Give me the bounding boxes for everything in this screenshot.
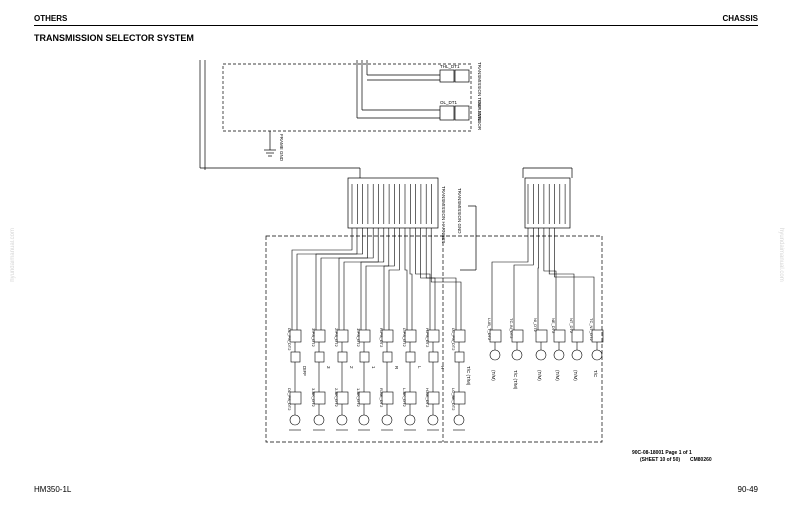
solenoid-valve-label: R-BK_DT2 bbox=[379, 388, 384, 408]
solenoid-3: 2-PS_DT2 2 2-BK_DT2 bbox=[334, 228, 379, 431]
solenoid-function-label: T/C (T/M) bbox=[466, 366, 471, 386]
frame-gnd-label: FRAME GND bbox=[279, 134, 284, 162]
sensor-connector-label: LUB_T_DT2 bbox=[487, 318, 492, 341]
oil-level-connector-label: OL_DT1 bbox=[440, 100, 458, 105]
sensor-3: NI_DT2 (T/M) bbox=[533, 228, 548, 381]
sensor-5: NT_DT2 (T/M) bbox=[548, 228, 584, 381]
sensor-connector-label: NE_DT2 bbox=[551, 318, 556, 334]
watermark-right: hyundaimanual.com bbox=[778, 228, 784, 282]
drawing-ref-line2: (SHEET 10 of 50) bbox=[640, 457, 680, 463]
sensor-function-label: (T/M) bbox=[573, 370, 578, 381]
drawing-ref-code: CM80260 bbox=[690, 457, 712, 463]
sensor-connector-label: NI_DT2 bbox=[533, 318, 538, 333]
solenoid-valve-label: DL_PS_DT2 bbox=[287, 388, 292, 411]
header-rule bbox=[34, 25, 758, 26]
solenoid-function-label: L bbox=[417, 366, 422, 369]
solenoid-4: 1-PS_DT2 1 1-BK_DT2 bbox=[356, 228, 390, 431]
solenoid-function-label: 1 bbox=[371, 366, 376, 369]
sensor-function-label: T/C (T/M) bbox=[513, 370, 518, 390]
sensor-function-label: T/C bbox=[593, 370, 598, 378]
sensor-function-label: (T/M) bbox=[491, 370, 496, 381]
solenoid-connector-label: R-PS_DT2 bbox=[379, 328, 384, 348]
header-section-right: CHASSIS bbox=[722, 14, 758, 23]
solenoid-connector-label: H-PS_DT2 bbox=[425, 328, 430, 348]
solenoid-connector-label: L-PS_DT2 bbox=[402, 328, 407, 347]
solenoid-connector-label: DL_PS_DT2 bbox=[287, 328, 292, 351]
solenoid-connector-label: 1-PS_DT2 bbox=[356, 328, 361, 347]
solenoid-valve-label: 3-BK_DT2 bbox=[311, 388, 316, 407]
thl-connector-label: THL_DT1 bbox=[440, 64, 460, 69]
temp-sensor-label: TRANSMISSION TEMP SENSOR bbox=[477, 62, 482, 131]
solenoid-valve-label: H-BK_DT2 bbox=[425, 388, 430, 408]
solenoid-function-label: R bbox=[394, 366, 399, 370]
solenoid-valve-label: LC_BK_DT2 bbox=[451, 388, 456, 411]
solenoid-function-label: 2 bbox=[349, 366, 354, 369]
sensor-function-label: (T/M) bbox=[537, 370, 542, 381]
solenoid-connector-label: LC_PS_DT2 bbox=[451, 328, 456, 351]
header-section-left: OTHERS bbox=[34, 14, 68, 23]
page-title: TRANSMISSION SELECTOR SYSTEM bbox=[34, 33, 194, 43]
solenoid-connector-label: 3-PS_DT2 bbox=[311, 328, 316, 347]
oil-level-label: OIL LEVEL bbox=[477, 100, 482, 123]
drawing-ref-line1: 90C-08-18001 Page 1 of 1 bbox=[632, 450, 692, 456]
footer-model: HM350-1L bbox=[34, 485, 72, 494]
solenoid-valve-label: 1-BK_DT2 bbox=[356, 388, 361, 407]
trans-gnd-label: TRANSMISSION GND bbox=[457, 188, 462, 234]
sensor-connector-label: TC-IN_DT2 bbox=[509, 318, 514, 339]
solenoid-valve-label: 2-BK_DT2 bbox=[334, 388, 339, 407]
footer-page-number: 90-49 bbox=[737, 485, 758, 494]
solenoid-connector-label: 2-PS_DT2 bbox=[334, 328, 339, 347]
sensor-1: LUB_T_DT2 (T/M) bbox=[487, 228, 529, 381]
harness-label: TRANSMISSION HARNESS bbox=[441, 186, 446, 243]
solenoid-valve-label: L-BK_DT2 bbox=[402, 388, 407, 407]
sensor-4: NE_DT2 (T/M) bbox=[543, 228, 566, 381]
solenoid-function-label: DIFF bbox=[302, 366, 307, 376]
sensor-function-label: (T/M) bbox=[555, 370, 560, 381]
solenoid-function-label: 3 bbox=[326, 366, 331, 369]
solenoid-function-label: H bbox=[440, 366, 445, 369]
sensor-connector-label: TC_NT_DT2 bbox=[589, 318, 594, 341]
sensor-connector-label: NT_DT2 bbox=[569, 318, 574, 334]
